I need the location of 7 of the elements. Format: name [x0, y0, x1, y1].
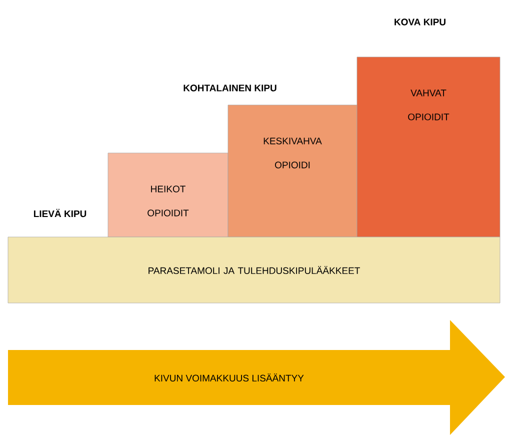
level-label: KOHTALAINEN KIPU [184, 84, 276, 92]
medication-step-box: HEIKOT OPIOIDIT [108, 152, 228, 238]
medication-step-box: VAHVAT OPIOIDIT [356, 56, 500, 238]
medication-band: PARASETAMOLI JA TULEHDUSKIPULÄÄKKEET [8, 236, 500, 304]
level-label: LIEVÄ KIPU [34, 208, 86, 218]
medication-step-box: KESKIVAHVA OPIOIDI [228, 104, 358, 238]
level-label: KOVA KIPU [394, 18, 446, 26]
